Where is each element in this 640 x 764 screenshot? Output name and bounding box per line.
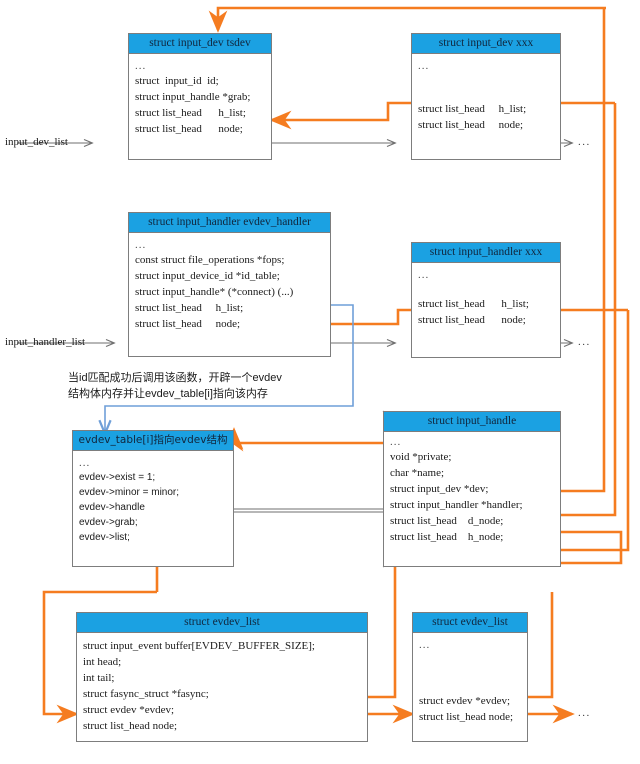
row-ellipsis: ... [135,60,147,72]
note-connect-line1: 当id匹配成功后调用该函数，开辟一个evdev [68,372,282,384]
field-row-id-table: struct input_device_id *id_table; [135,270,280,282]
wire-handle-handler [552,103,617,517]
field-row-node: struct list_head node; [418,119,524,131]
field-row-evdev: struct evdev *evdev; [83,704,175,716]
field-row-buffer: struct input_event buffer[EVDEV_BUFFER_S… [83,640,315,652]
field-row-h-list: struct list_head h_list; [418,298,529,310]
field-row-h-list: struct list_head h_list; [135,302,244,314]
box-input-handler-xxx[interactable]: struct input_handler xxx ... struct list… [411,242,561,358]
row-spacer [419,680,521,693]
note-connect-line2: 结构体内存并让evdev_table[i]指向该内存 [68,388,268,400]
box-header: struct input_dev tsdev [129,34,271,54]
box-body: ... evdev->exist = 1; evdev->minor = min… [73,451,233,549]
label-input-handler-list: input_handler_list [5,336,86,348]
box-body: ... struct evdev *evdev; struct list_hea… [413,633,527,729]
field-row-minor: evdev->minor = minor; [79,487,180,498]
box-body: ... struct list_head h_list; struct list… [412,263,560,332]
row-spacer [418,282,554,296]
field-row-fops: const struct file_operations *fops; [135,254,285,266]
field-row-d-node: struct list_head d_node; [390,515,504,527]
field-row: struct input_handle *grab; [135,91,251,103]
field-row-handle: evdev->handle [79,502,145,513]
field-row-handler: struct input_handler *handler; [390,499,523,511]
field-row-tail: int tail; [83,672,115,684]
box-header: struct evdev_list [413,613,527,633]
field-row-node: struct list_head node; [83,720,178,732]
field-row-dev: struct input_dev *dev; [390,483,489,495]
box-header: struct input_dev xxx [412,34,560,54]
field-row-node: struct list_head node; [419,711,514,723]
row-spacer [418,87,554,101]
box-body: ... const struct file_operations *fops; … [129,233,330,336]
box-evdev-list-2[interactable]: struct evdev_list ... struct evdev *evde… [412,612,528,742]
box-header: struct input_handle [384,412,560,432]
ellipsis-dev-tail: ... [578,136,591,148]
field-row-node: struct list_head node; [418,314,526,326]
box-header: evdev_table[i]指向evdev结构 [73,431,233,451]
field-row-head: int head; [83,656,122,668]
box-input-dev-xxx[interactable]: struct input_dev xxx ... struct list_hea… [411,33,561,160]
field-row-node: struct list_head node; [135,123,243,135]
field-row-h-list: struct list_head h_list; [135,107,246,119]
row-spacer [419,666,521,680]
field-row: struct input_id id; [135,75,219,87]
field-row-node: struct list_head node; [135,318,241,330]
row-ellipsis: ... [418,60,430,72]
box-header: struct input_handler xxx [412,243,560,263]
row-ellipsis: ... [79,457,91,469]
box-input-dev-tsdev[interactable]: struct input_dev tsdev ... struct input_… [128,33,272,160]
box-evdev-table[interactable]: evdev_table[i]指向evdev结构 ... evdev->exist… [72,430,234,567]
box-header: struct evdev_list [77,613,367,633]
field-row-fasync: struct fasync_struct *fasync; [83,688,209,700]
field-row-evdev: struct evdev *evdev; [419,695,511,707]
row-spacer [418,73,554,87]
box-body: struct input_event buffer[EVDEV_BUFFER_S… [77,633,367,738]
field-row-h-list: struct list_head h_list; [418,103,527,115]
box-input-handler-evdev[interactable]: struct input_handler evdev_handler ... c… [128,212,331,357]
field-row-list: evdev->list; [79,532,130,543]
row-ellipsis: ... [418,269,430,281]
field-row-grab: evdev->grab; [79,517,138,528]
row-ellipsis: ... [135,239,147,251]
field-row-connect: struct input_handle* (*connect) (...) [135,286,294,298]
row-ellipsis: ... [419,639,431,651]
row-spacer [419,652,521,666]
ellipsis-handler-tail: ... [578,336,591,348]
field-row-exist: evdev->exist = 1; [79,472,156,483]
box-body: ... struct input_id id; struct input_han… [129,54,271,141]
box-body: ... struct list_head h_list; struct list… [412,54,560,137]
field-row-name: char *name; [390,467,445,479]
row-ellipsis: ... [390,436,402,448]
field-row-h-node: struct list_head h_node; [390,531,504,543]
box-evdev-list-1[interactable]: struct evdev_list struct input_event buf… [76,612,368,742]
field-row-private: void *private; [390,451,452,463]
box-header: struct input_handler evdev_handler [129,213,330,233]
wire-top-loop [208,6,606,33]
label-input-dev-list: input_dev_list [5,136,68,148]
ellipsis-evdevlist-tail: ... [578,707,591,719]
box-body: ... void *private; char *name; struct in… [384,432,560,549]
box-input-handle[interactable]: struct input_handle ... void *private; c… [383,411,561,567]
